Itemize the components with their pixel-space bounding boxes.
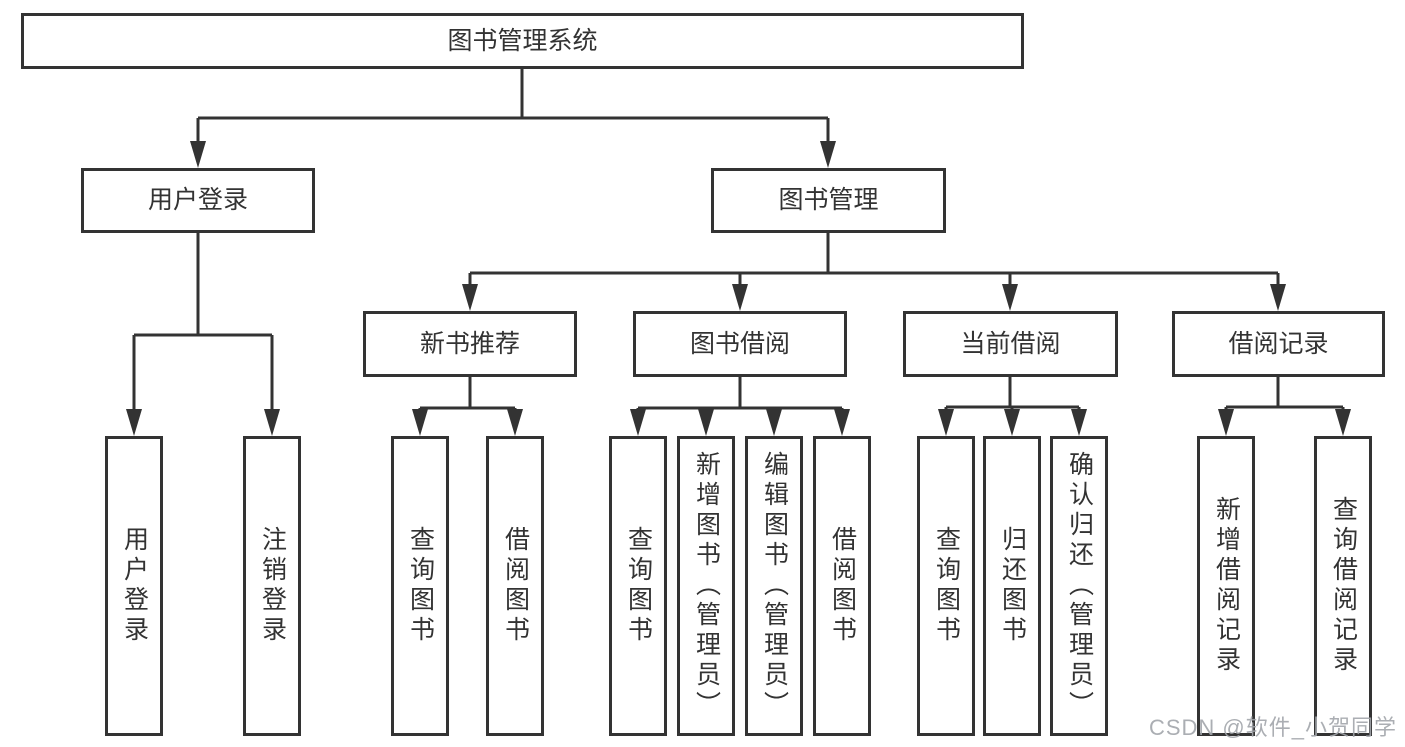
leaf-query-book-3: 查询图书 bbox=[917, 436, 975, 736]
leaf-logout-label: 注销登录 bbox=[258, 526, 287, 646]
node-book-borrow-label: 图书借阅 bbox=[689, 329, 790, 358]
connector-book-borrow-children bbox=[630, 377, 850, 436]
connector-current-borrow-children bbox=[938, 377, 1087, 436]
leaf-query-book-2: 查询图书 bbox=[609, 436, 667, 736]
node-current-borrow-label: 当前借阅 bbox=[960, 329, 1061, 358]
leaf-return-book-label: 归还图书 bbox=[998, 526, 1027, 646]
node-user-login-label: 用户登录 bbox=[147, 186, 248, 214]
node-current-borrow: 当前借阅 bbox=[903, 311, 1118, 377]
node-book-mgmt-label: 图书管理 bbox=[778, 186, 879, 214]
leaf-return-book: 归还图书 bbox=[983, 436, 1041, 736]
leaf-query-borrow-record: 查询借阅记录 bbox=[1314, 436, 1372, 736]
connector-borrow-records-children bbox=[1218, 377, 1351, 436]
leaf-confirm-return-admin: 确认归还（管理员） bbox=[1050, 436, 1108, 736]
node-new-book-rec-label: 新书推荐 bbox=[419, 329, 520, 358]
leaf-query-book-3-label: 查询图书 bbox=[932, 526, 961, 646]
leaf-edit-book-admin-label: 编辑图书（管理员） bbox=[760, 451, 789, 721]
connector-book-mgmt-to-level3 bbox=[462, 233, 1286, 311]
leaf-user-login-label: 用户登录 bbox=[120, 526, 149, 646]
node-user-login: 用户登录 bbox=[81, 168, 315, 233]
leaf-user-login: 用户登录 bbox=[105, 436, 163, 736]
connector-user-login-children bbox=[126, 233, 280, 436]
leaf-query-book-2-label: 查询图书 bbox=[624, 526, 653, 646]
leaf-query-book-1: 查询图书 bbox=[391, 436, 449, 736]
node-root-label: 图书管理系统 bbox=[447, 26, 598, 55]
leaf-add-borrow-record: 新增借阅记录 bbox=[1197, 436, 1255, 736]
csdn-watermark: CSDN @软件_小贺同学 bbox=[1148, 715, 1397, 740]
connector-new-book-rec-children bbox=[412, 377, 523, 436]
leaf-query-book-1-label: 查询图书 bbox=[406, 526, 435, 646]
node-root: 图书管理系统 bbox=[21, 13, 1024, 69]
leaf-borrow-book-2: 借阅图书 bbox=[813, 436, 871, 736]
node-book-mgmt: 图书管理 bbox=[711, 168, 946, 233]
leaf-add-book-admin: 新增图书（管理员） bbox=[677, 436, 735, 736]
leaf-confirm-return-admin-label: 确认归还（管理员） bbox=[1065, 451, 1094, 721]
leaf-edit-book-admin: 编辑图书（管理员） bbox=[745, 436, 803, 736]
leaf-borrow-book-1: 借阅图书 bbox=[486, 436, 544, 736]
leaf-add-borrow-record-label: 新增借阅记录 bbox=[1212, 496, 1241, 676]
node-borrow-records-label: 借阅记录 bbox=[1228, 329, 1329, 358]
connector-root-to-level2 bbox=[190, 68, 836, 168]
leaf-query-borrow-record-label: 查询借阅记录 bbox=[1329, 496, 1358, 676]
leaf-add-book-admin-label: 新增图书（管理员） bbox=[692, 451, 721, 721]
node-book-borrow: 图书借阅 bbox=[633, 311, 847, 377]
leaf-logout: 注销登录 bbox=[243, 436, 301, 736]
node-borrow-records: 借阅记录 bbox=[1172, 311, 1385, 377]
leaf-borrow-book-1-label: 借阅图书 bbox=[501, 526, 530, 646]
leaf-borrow-book-2-label: 借阅图书 bbox=[828, 526, 857, 646]
node-new-book-rec: 新书推荐 bbox=[363, 311, 577, 377]
